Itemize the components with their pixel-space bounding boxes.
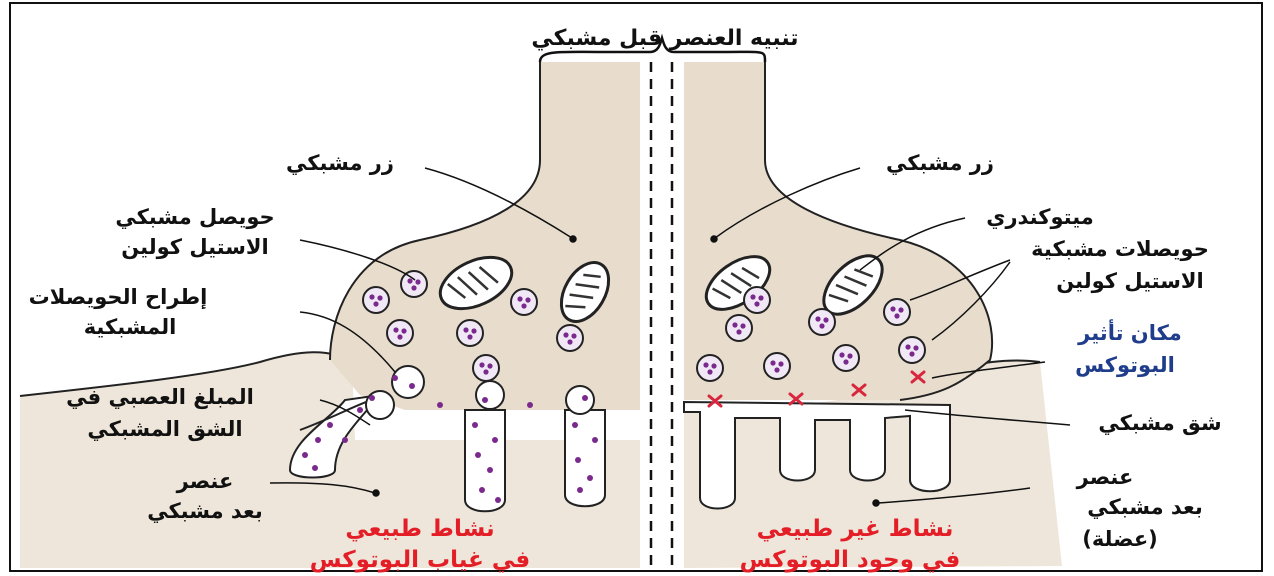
acetylcholine-molecule [703,362,708,367]
acetylcholine-molecule [521,303,526,308]
label-right-postsynaptic: عنصر [1030,462,1180,492]
synaptic-vesicle [884,299,910,325]
synaptic-vesicle [899,337,925,363]
synaptic-vesicle [401,271,427,297]
label-right-vesicles: حويصلات مشبكية [985,234,1255,264]
label-left-vesicle: حويصل مشبكي [95,202,295,232]
label-botox-site-2: البوتوكس [1040,350,1210,380]
acetylcholine-molecule [483,369,488,374]
acetylcholine-molecule [525,297,530,302]
label-left-acetylcholine: الاستيل كولين [95,232,295,262]
acetylcholine-molecule [774,367,779,372]
label-left-cleft-neurotransmitter-2: الشق المشبكي [55,414,275,444]
caption-left-normal: نشاط طبيعي [300,512,540,546]
acetylcholine-molecule [369,294,374,299]
diagram-title: تنبيه العنصر قبل مشبكي [455,24,875,54]
label-left-exocytosis: إطراح الحويصلات [8,282,228,312]
acetylcholine-molecule [905,344,910,349]
synaptic-vesicle [387,320,413,346]
synaptic-vesicle [511,289,537,315]
label-synaptic-cleft: شق مشبكي [1060,408,1260,438]
acetylcholine-molecule [471,328,476,333]
acetylcholine-molecule [411,285,416,290]
synaptic-vesicle [726,315,752,341]
acetylcholine-molecule [517,296,522,301]
label-left-terminal: زر مشبكي [255,148,425,178]
acetylcholine-molecule [894,313,899,318]
acetylcholine-molecule [847,353,852,358]
acetylcholine-molecule [571,333,576,338]
acetylcholine-molecule [778,361,783,366]
acetylcholine-molecule [736,329,741,334]
acetylcholine-molecule [770,360,775,365]
acetylcholine-molecule [397,334,402,339]
caption-right-abnormal: نشاط غير طبيعي [705,512,1005,546]
acetylcholine-molecule [750,294,755,299]
acetylcholine-molecule [890,306,895,311]
acetylcholine-molecule [393,327,398,332]
acetylcholine-molecule [479,362,484,367]
label-left-postsynaptic: عنصر [130,466,280,496]
acetylcholine-molecule [377,295,382,300]
synaptic-vesicle [557,325,583,351]
acetylcholine-molecule [843,359,848,364]
synaptic-vesicle [363,287,389,313]
synaptic-vesicle [744,287,770,313]
label-botox-site: مكان تأثير [1035,318,1225,348]
acetylcholine-molecule [758,295,763,300]
acetylcholine-molecule [401,328,406,333]
caption-right-abnormal-2: في وجود البوتوكس [680,543,1020,576]
acetylcholine-molecule [707,369,712,374]
acetylcholine-molecule [415,279,420,284]
acetylcholine-molecule [407,278,412,283]
synaptic-vesicle [457,320,483,346]
synaptic-vesicle [833,345,859,371]
acetylcholine-molecule [567,339,572,344]
synaptic-vesicle [473,355,499,381]
axon-divider-lines [651,62,672,568]
acetylcholine-molecule [754,301,759,306]
acetylcholine-molecule [815,316,820,321]
acetylcholine-molecule [732,322,737,327]
acetylcholine-molecule [563,332,568,337]
synaptic-vesicle [764,353,790,379]
acetylcholine-molecule [487,363,492,368]
caption-left-normal-2: في غياب البوتوكس [270,543,570,576]
synaptic-vesicle [697,355,723,381]
acetylcholine-molecule [898,307,903,312]
acetylcholine-molecule [823,317,828,322]
label-left-exocytosis-2: المشبكية [45,312,215,342]
label-right-muscle: (عضلة) [1045,524,1195,554]
acetylcholine-molecule [839,352,844,357]
acetylcholine-molecule [373,301,378,306]
acetylcholine-molecule [913,345,918,350]
label-right-acetylcholine: الاستيل كولين [1030,266,1230,296]
label-right-mitochondria: ميتوكندري [950,202,1130,232]
label-left-postsynaptic-2: بعد مشبكي [120,496,290,526]
acetylcholine-molecule [467,334,472,339]
acetylcholine-molecule [463,327,468,332]
synaptic-vesicle [809,309,835,335]
acetylcholine-molecule [909,351,914,356]
label-right-postsynaptic-2: بعد مشبكي [1050,492,1240,522]
acetylcholine-molecule [819,323,824,328]
label-left-cleft-neurotransmitter: المبلغ العصبي في [30,382,290,412]
acetylcholine-molecule [740,323,745,328]
label-right-terminal: زر مشبكي [855,148,1025,178]
acetylcholine-molecule [711,363,716,368]
